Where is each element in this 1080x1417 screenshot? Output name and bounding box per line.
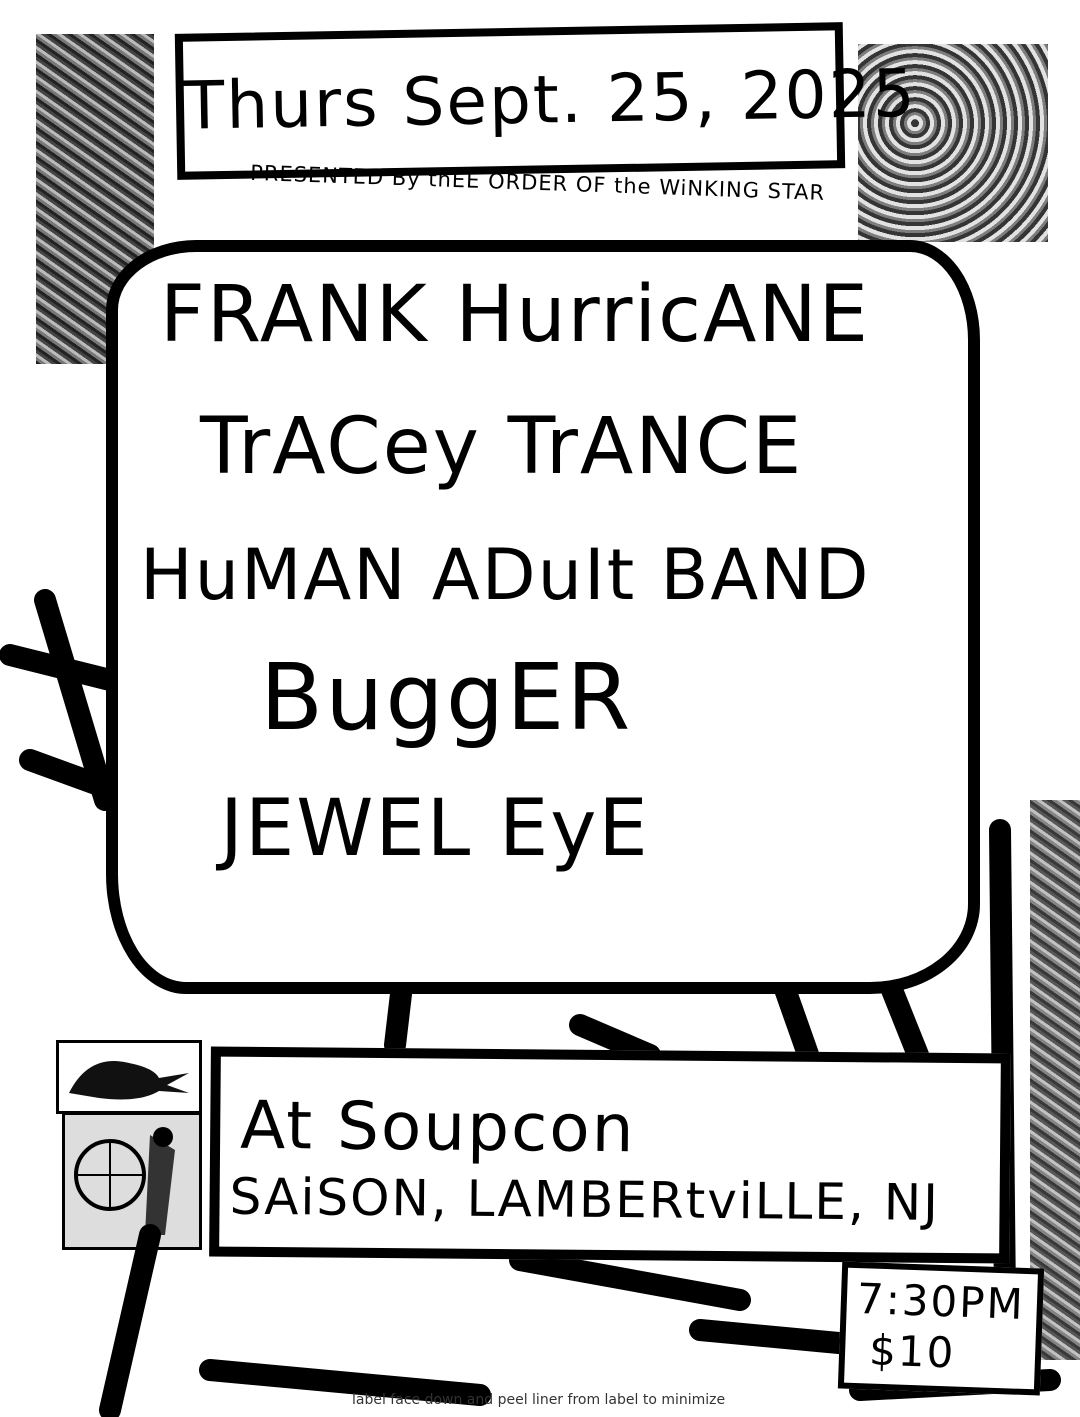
band-list: FRANK HurricANE TrACey TrANCE HuMAN ADuI… — [140, 270, 930, 904]
ticket-price: $10 — [868, 1325, 957, 1378]
band-name: JEWEL EyE — [220, 784, 650, 874]
venue-name: At Soupcon — [239, 1086, 636, 1168]
show-time: 7:30PM — [856, 1274, 1026, 1329]
band-name: TrACey TrANCE — [200, 402, 804, 492]
band-name: FRANK HurricANE — [160, 270, 870, 360]
band-name: HuMAN ADuIt BAND — [140, 534, 871, 616]
footer-scrap-text: label face down and peel liner from labe… — [352, 1392, 726, 1408]
venue-box: At Soupcon SAiSON, LAMBERtviLLE, NJ — [209, 1046, 1011, 1264]
venue-location: SAiSON, LAMBERtviLLE, NJ — [229, 1167, 941, 1232]
time-price-box: 7:30PM $10 — [837, 1261, 1045, 1396]
date-banner: Thurs Sept. 25, 2025 — [174, 22, 918, 180]
collage-image-right-strip — [1030, 800, 1080, 1360]
band-name: BuggER — [260, 644, 633, 751]
collage-image-top-right — [858, 44, 1048, 242]
event-date: Thurs Sept. 25, 2025 — [183, 54, 918, 145]
spinning-wheel-image — [62, 1112, 202, 1250]
lineup-blob — [106, 240, 980, 994]
